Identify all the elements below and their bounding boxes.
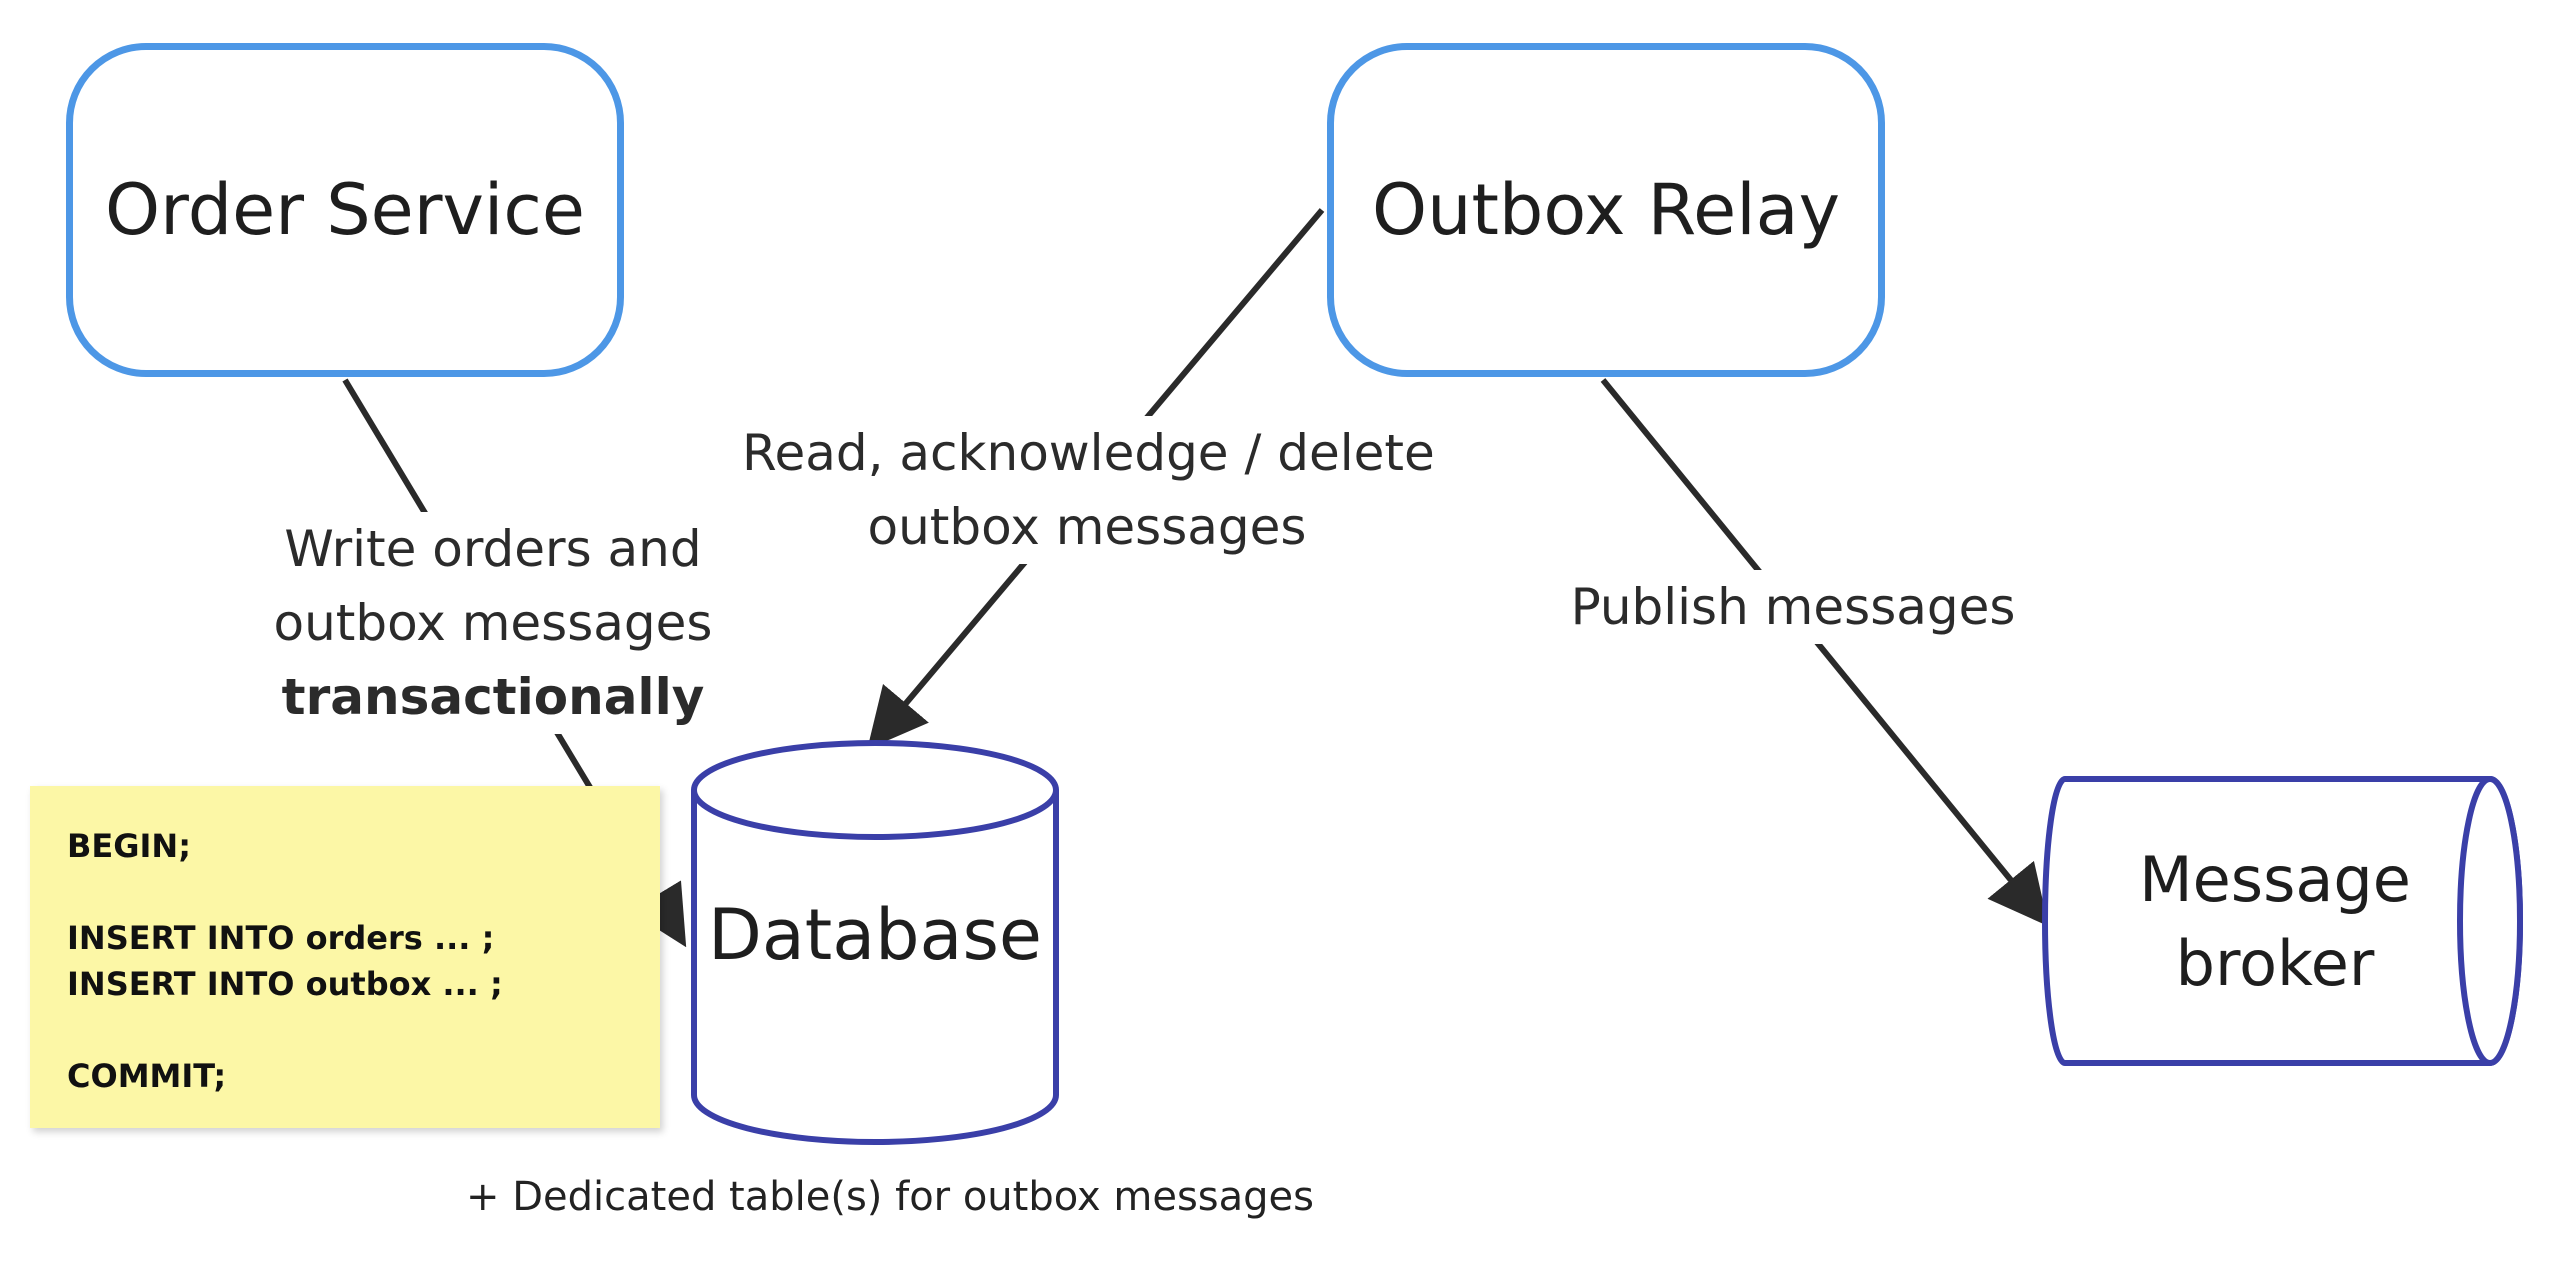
database-cylinder bbox=[691, 740, 1059, 1145]
write-edge-label: Write orders and outbox messages transac… bbox=[268, 512, 718, 734]
publish-edge-label: Publish messages bbox=[1556, 570, 2030, 644]
sticky-line: BEGIN; bbox=[67, 827, 191, 865]
message-broker-label: Message broker bbox=[2050, 838, 2500, 1006]
write-label-emphasis: transactionally bbox=[281, 668, 705, 726]
read-edge-label: Read, acknowledge / delete outbox messag… bbox=[742, 416, 1435, 564]
sticky-line: INSERT INTO orders ... ; bbox=[67, 919, 495, 957]
sticky-line bbox=[67, 1007, 660, 1053]
read-label-line: Read, acknowledge / delete bbox=[742, 424, 1435, 482]
order-service-label: Order Service bbox=[105, 169, 585, 251]
read-label-line: outbox messages bbox=[867, 498, 1307, 556]
message-broker-label-line: broker bbox=[2175, 927, 2375, 1000]
message-broker-label-line: Message bbox=[2139, 843, 2411, 916]
sql-sticky-note: BEGIN; INSERT INTO orders ... ; INSERT I… bbox=[30, 786, 660, 1128]
sticky-line: INSERT INTO outbox ... ; bbox=[67, 965, 503, 1003]
write-label-line: Write orders and bbox=[284, 520, 702, 578]
outbox-relay-label: Outbox Relay bbox=[1371, 169, 1841, 251]
publish-label-text: Publish messages bbox=[1570, 578, 2016, 636]
message-broker-cylinder bbox=[2042, 776, 2523, 1066]
outbox-relay-node: Outbox Relay bbox=[1327, 43, 1885, 377]
publish-arrow bbox=[1600, 378, 2049, 927]
write-label-line: outbox messages bbox=[273, 594, 713, 652]
database-label: Database bbox=[707, 894, 1042, 976]
sticky-line: COMMIT; bbox=[67, 1057, 227, 1095]
database-note: + Dedicated table(s) for outbox messages bbox=[466, 1174, 1314, 1220]
order-service-node: Order Service bbox=[66, 43, 624, 377]
sticky-line bbox=[67, 869, 660, 915]
